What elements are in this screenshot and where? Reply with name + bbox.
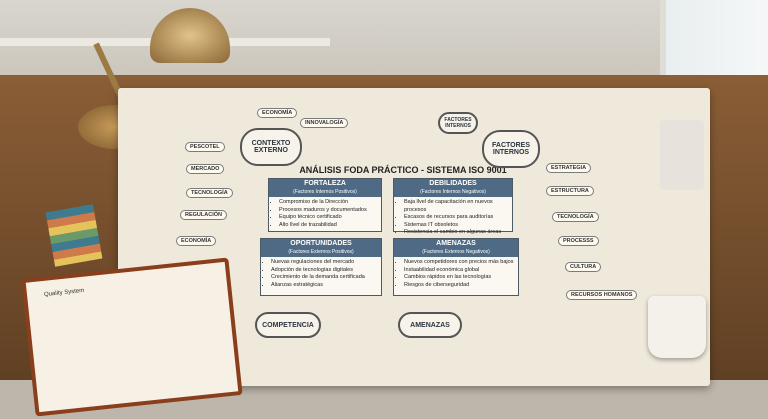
debilidades-item: Escasos de recursos para auditorías [404,214,512,222]
pill-mercado: MERCADO [186,164,224,174]
box-oportunidades: OPORTUNIDADES (Factores Externos Positivo… [260,238,382,296]
pill-regulacion: REGULACIÓN [180,210,227,220]
poster-title: ANÁLISIS FODA PRÁCTICO - SISTEMA ISO 900… [283,165,523,175]
fortaleza-item: Procesos maduros y documentados [279,207,381,215]
fortaleza-title: FORTALEZA [304,180,346,187]
oportunidades-item: Alianzas estratégicas [271,282,381,290]
pill-estructura: ESTRUCTURA [546,186,594,196]
amenazas-item: Nuevos competidores con precios más bajo… [404,259,518,267]
fortaleza-item: Compromiso de la Dirección [279,199,381,207]
box-fortaleza: FORTALEZA (Factores Internos Positivos) C… [268,178,382,232]
bubble-factores-internos: FACTORES INTERNOS [482,130,540,168]
pill-economia-bottom: ECONOMÍA [176,236,216,246]
box-amenazas: AMENAZAS (Factores Externos Negativos) Nu… [393,238,519,296]
debilidades-item: Baja llvel de capacitación en nuevos pro… [404,199,512,214]
color-swatches [46,204,103,266]
debilidades-subtitle: (Factores Internos Negativos) [420,189,486,195]
oportunidades-title: OPORTUNIDADES [290,240,351,247]
pill-tecnologia-left: TECNOLOGÍA [186,188,233,198]
pencil-cup [660,120,704,190]
oportunidades-item: Adopción de tecnologías digitales [271,267,381,275]
pill-innovalogia: INNOVALOGÍA [300,118,348,128]
open-notebook [21,258,242,417]
pill-cultura: CULTURA [565,262,601,272]
bubble-contexto-externo: CONTEXTO EXTERNO [240,128,302,166]
fortaleza-subtitle: (Factores Internos Positivos) [293,189,357,195]
amenazas-subtitle: (Factores Externos Negativos) [422,249,490,255]
debilidades-head: DEBILIDADES (Factores Internos Negativos) [394,179,512,197]
pill-economia-top: ECONOMÍA [257,108,297,118]
amenazas-item: Instaabilidad económica global [404,267,518,275]
fortaleza-item: Equipo técnico certificado [279,214,381,222]
debilidades-title: DEBILIDADES [429,180,476,187]
fortaleza-item: Alto llvel de trazabilidad [279,222,381,230]
pill-tecnologia-right: TECNOLOGÍA [552,212,599,222]
amenazas-head: AMENAZAS (Factores Externos Negativos) [394,239,518,257]
pill-pescotel: PESCOTEL [185,142,225,152]
amenazas-title: AMENAZAS [436,240,476,247]
amenazas-item: Cambios rápidos en las tecnologías [404,274,518,282]
box-debilidades: DEBILIDADES (Factores Internos Negativos)… [393,178,513,232]
coffee-mug [648,296,706,358]
amenazas-item: Riesgos de ciberseguridad [404,282,518,290]
debilidades-item: Resistencia el cambio en algunas áreas [404,229,512,237]
oportunidades-head: OPORTUNIDADES (Factores Externos Positivo… [261,239,381,257]
bubble-factores-internos-small: FACTORES INTERNOS [438,112,478,134]
oportunidades-subtitle: (Factores Externos Positivos) [288,249,353,255]
pill-processs: PROCESSS [558,236,599,246]
debilidades-item: Sistemas IT obsoletos [404,222,512,230]
bubble-competencia: COMPETENCIA [255,312,321,338]
fortaleza-head: FORTALEZA (Factores Internos Positivos) [269,179,381,197]
oportunidades-item: Nuevas regulaciones del mercado [271,259,381,267]
bubble-amenazas: AMENAZAS [398,312,462,338]
oportunidades-item: Crecimiento de la demanda certificada [271,274,381,282]
pill-estrategia: ESTRATEGIA [546,163,591,173]
pill-recursos-homanos: RECURSOS HOMANOS [566,290,637,300]
